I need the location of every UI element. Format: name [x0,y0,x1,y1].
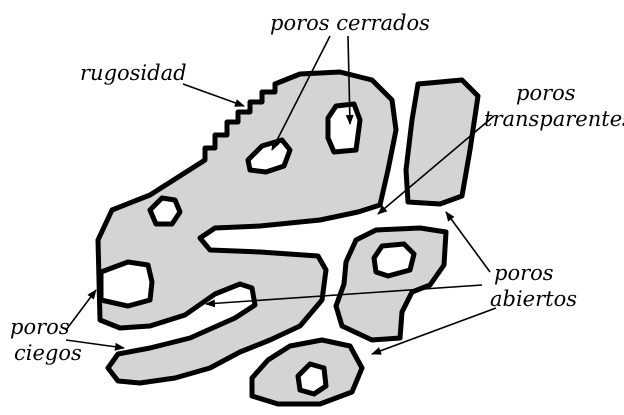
closed-pore-right [328,104,360,152]
label-closed-pores: poros cerrados [270,11,430,35]
arrow-open-pores-1 [446,212,490,272]
label-transparent-pores-2: transparentes [484,107,624,131]
label-open-pores-1: poros [494,261,554,285]
label-blind-pores-1: poros [10,315,70,339]
closed-pore-middle-right [374,244,414,276]
closed-pore-bottom [298,364,326,394]
label-blind-pores-2: ciegos [14,341,82,365]
label-roughness: rugosidad [80,61,187,85]
blind-pore-notch [101,262,152,306]
right-tall-particle [406,80,478,204]
arrow-rugosidad [183,84,244,106]
label-transparent-pores-1: poros [516,81,576,105]
label-open-pores-2: abiertos [490,287,577,311]
arrow-blind-pores-1 [66,290,96,330]
